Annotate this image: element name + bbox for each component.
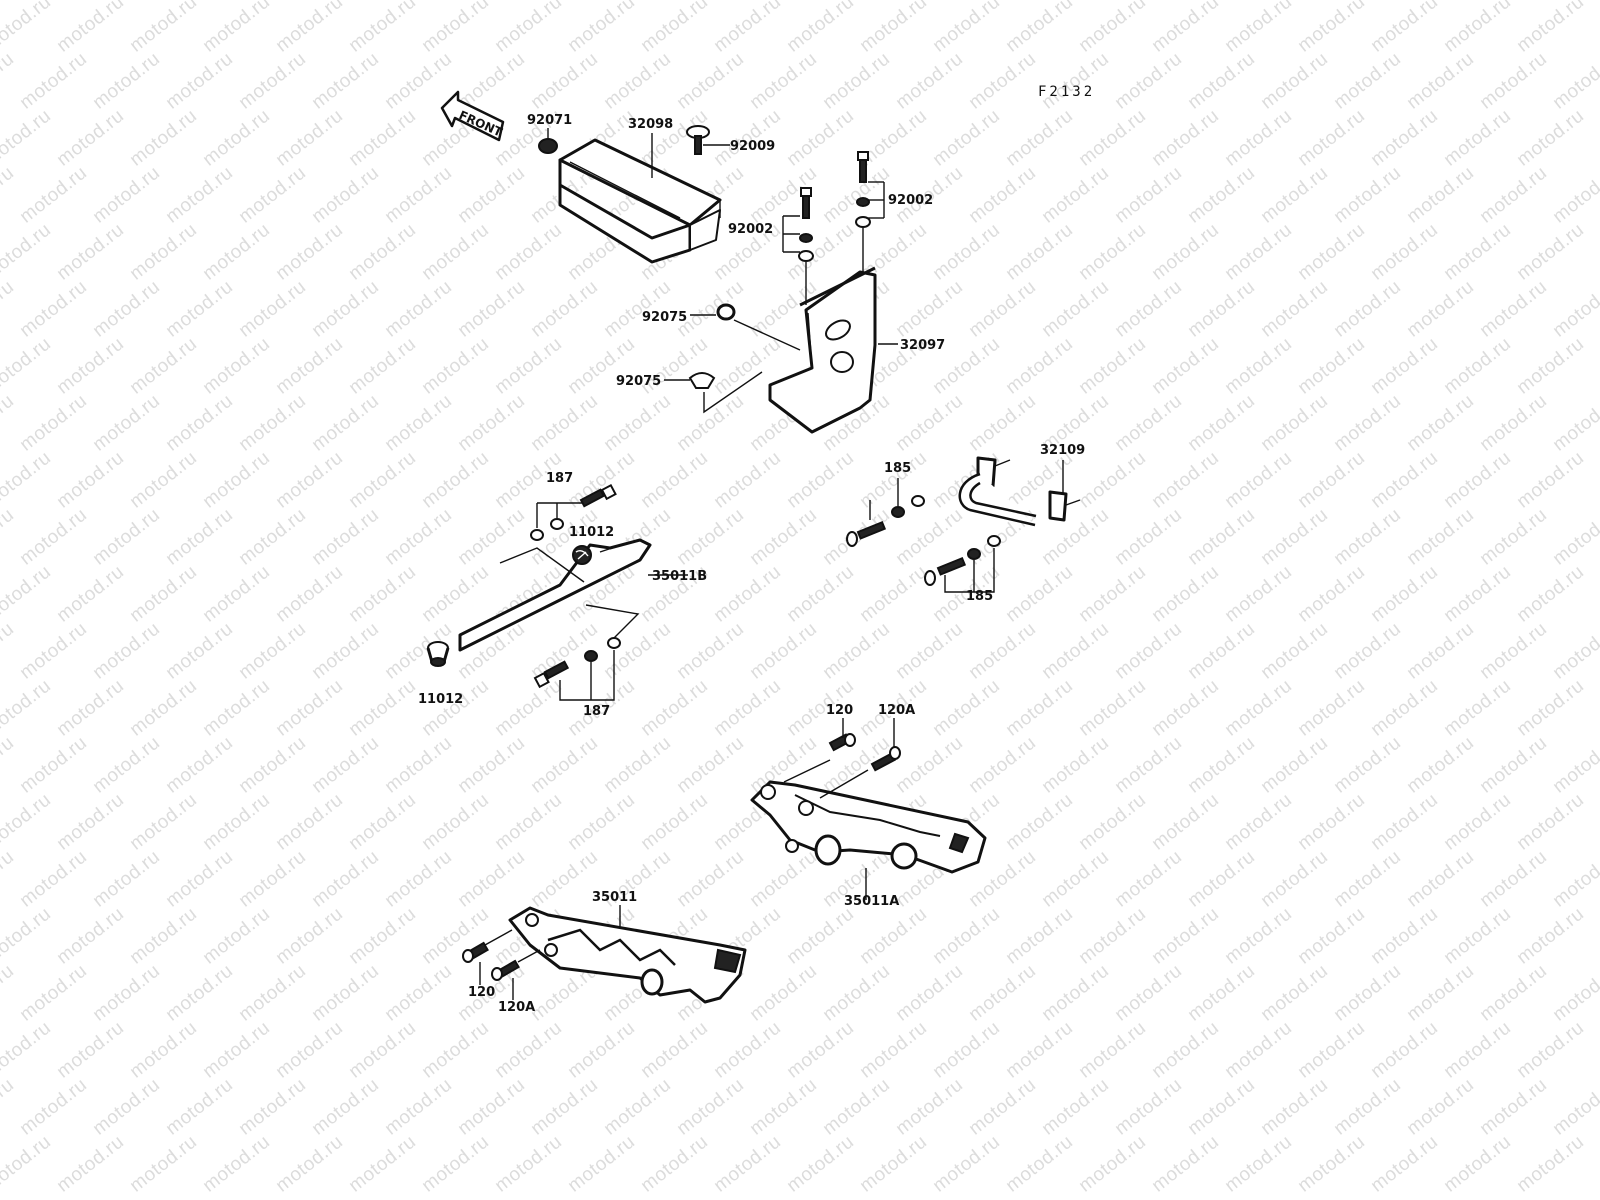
callout-92002-left: 92002: [728, 222, 773, 237]
front-arrow-icon: FRONT: [440, 90, 505, 142]
callout-185-top: 185: [884, 461, 911, 476]
callout-11012-lower: 11012: [418, 692, 463, 707]
rubber-92075-upper: [690, 303, 801, 351]
guard-35011B: [458, 538, 688, 652]
bolt-120A-left: [491, 949, 541, 1000]
battery-case-32098: [558, 138, 722, 264]
footrest-bracket-35011: [508, 905, 747, 1004]
callout-185-bottom: 185: [966, 589, 993, 604]
screw-set-185-bottom: [924, 535, 1001, 593]
callout-32097: 32097: [900, 338, 945, 353]
screw-set-185-top: [846, 478, 925, 547]
bolt-120-left: [462, 929, 513, 985]
callout-92002-right: 92002: [888, 193, 933, 208]
callout-120-left: 120: [468, 985, 495, 1000]
bolt-120-right: [783, 718, 856, 783]
bolt-120A-right: [819, 718, 901, 799]
bolt-stack-92002-right: [855, 151, 885, 272]
callout-92075-lower: 92075: [616, 374, 661, 389]
screw-set-187-top: [530, 483, 617, 541]
callout-35011: 35011: [592, 890, 637, 905]
bracket-32097: [768, 266, 877, 434]
callout-35011B: 35011B: [652, 569, 707, 584]
bracket-32109: [958, 456, 1081, 527]
callout-120A-left: 120A: [498, 1000, 535, 1015]
rubber-92075-lower: [664, 371, 763, 414]
screw-set-187-bottom: [533, 637, 621, 701]
footrest-bracket-35011A: [750, 780, 987, 900]
callout-120-right: 120: [826, 703, 853, 718]
rubber-11012-upper: [572, 545, 592, 565]
screw-92009: [686, 125, 730, 155]
callout-120A-right: 120A: [878, 703, 915, 718]
figure-code: F2132: [1038, 84, 1095, 100]
callout-92009: 92009: [730, 139, 775, 154]
callout-187-top: 187: [546, 471, 573, 486]
callout-11012-upper: 11012: [569, 525, 614, 540]
callout-32098: 32098: [628, 117, 673, 132]
callout-92075-upper: 92075: [642, 310, 687, 325]
callout-187-bottom: 187: [583, 704, 610, 719]
rubber-11012-lower: [426, 641, 450, 667]
callout-92071: 92071: [527, 113, 572, 128]
grommet-92071: [538, 128, 558, 154]
callout-32109: 32109: [1040, 443, 1085, 458]
bolt-stack-92002-left: [782, 187, 814, 305]
callout-35011A: 35011A: [844, 894, 899, 909]
